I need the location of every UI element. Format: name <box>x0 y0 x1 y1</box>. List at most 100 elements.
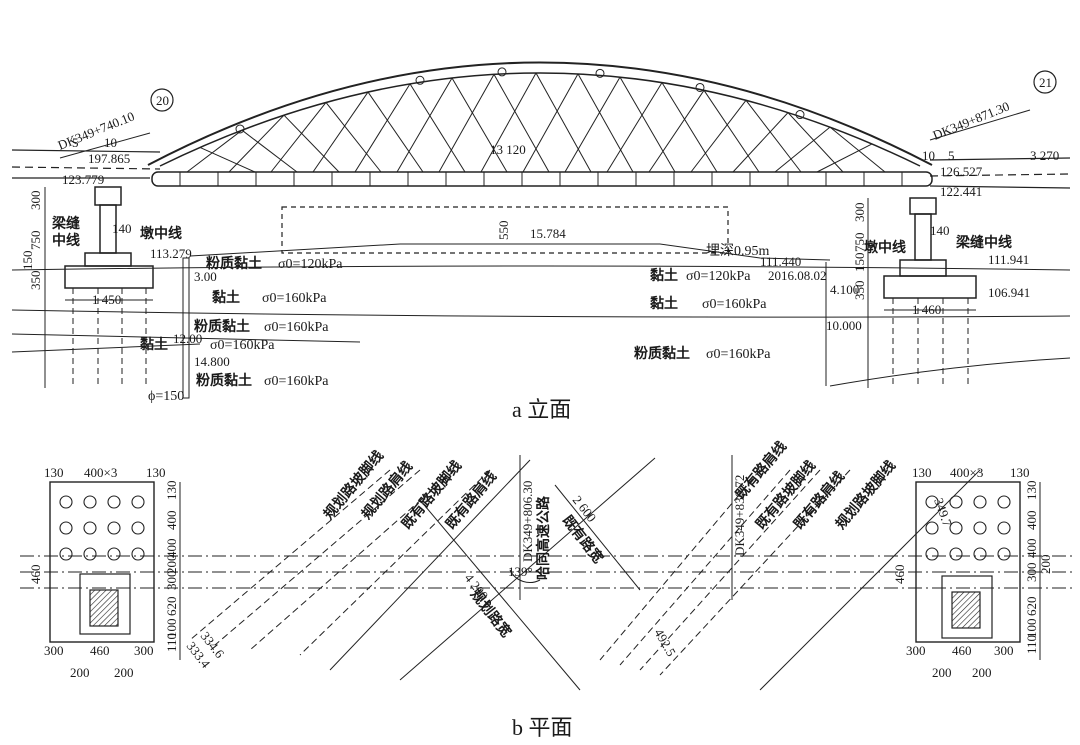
highway-label: 哈同高速公路 <box>535 495 552 580</box>
left-cap-plan <box>49 481 155 643</box>
arch-outer <box>147 61 933 166</box>
hanger <box>816 143 873 173</box>
pile-diameter: ϕ=150 <box>148 389 184 404</box>
left-deck-elev: 123.779 <box>62 172 104 187</box>
soil-label-6: 黏土 σ0=120kPa <box>650 267 751 284</box>
hanger <box>325 102 382 173</box>
soil-labels: 粉质黏土 σ0=120kPa 黏土 σ0=160kPa 粉质黏土 σ0=160k… <box>140 255 771 389</box>
hanger <box>564 76 621 173</box>
left-side-dim-7: 100 <box>164 619 179 639</box>
soil-label-3: 粉质黏土 σ0=160kPa <box>194 318 329 335</box>
clearance-box <box>281 206 729 254</box>
arch-joint <box>695 82 705 92</box>
arch-joint <box>415 75 425 85</box>
left-bottom-dim-4: 200 <box>70 665 90 680</box>
elevation-caption: a 立面 <box>512 397 571 422</box>
span-length: 13 120 <box>490 142 526 157</box>
svg-text:黏土: 黏土 <box>650 295 678 312</box>
left-pile-cap <box>64 265 154 289</box>
pile-circle <box>973 495 987 509</box>
hanger <box>241 129 298 173</box>
hanger <box>619 76 676 173</box>
right-side-dim-2: 400 <box>1024 511 1039 531</box>
deck-girder <box>151 171 933 187</box>
left-top-dim-1: 130 <box>44 465 64 480</box>
left-joint-label-2: 中线 <box>52 232 80 249</box>
left-bottom-dim-3: 300 <box>134 643 154 658</box>
pile-circle <box>59 521 73 535</box>
right-pile-cap <box>883 275 977 299</box>
left-top-dim-3: 130 <box>146 465 166 480</box>
hanger <box>787 112 844 173</box>
right-dim-v4: 350 <box>852 281 867 301</box>
right-pier <box>914 213 932 261</box>
arch-joint <box>795 110 805 120</box>
svg-text:黏土: 黏土 <box>650 267 678 284</box>
hanger <box>409 83 466 173</box>
right-bottom-dim-5: 200 <box>972 665 992 680</box>
hanger <box>745 100 802 173</box>
left-width-dim: 460 <box>28 565 43 585</box>
left-side-dim-8: 110 <box>164 633 179 652</box>
svg-text:σ0=160kPa: σ0=160kPa <box>210 338 275 353</box>
pile-circle <box>131 495 145 509</box>
right-side-dim-7: 100 <box>1024 619 1039 639</box>
right-depth1: 4.100 <box>830 282 859 297</box>
svg-text:σ0=160kPa: σ0=160kPa <box>262 291 327 306</box>
hanger <box>690 100 747 173</box>
left-depth1: 3.00 <box>194 269 217 284</box>
right-bearing-elev: 122.441 <box>940 184 982 199</box>
soil-label-5: 粉质黏土 σ0=160kPa <box>196 372 329 389</box>
left-station: DK349+740.10 <box>56 108 137 152</box>
left-bottom-dim-1: 300 <box>44 643 64 658</box>
left-dim-v3: 150 <box>20 251 35 271</box>
left-pier-plan <box>79 573 131 635</box>
pile-circle <box>925 495 939 509</box>
right-pier-center-label: 墩中线 <box>864 239 906 256</box>
elevation-labels: DK349+740.10 20 DK349+871.30 21 13 120 5… <box>20 75 1059 404</box>
svg-text:σ0=160kPa: σ0=160kPa <box>702 297 767 312</box>
right-side-dim-4: 300 <box>1024 563 1039 583</box>
hanger <box>396 77 453 173</box>
right-pier-number-circle <box>1033 70 1057 94</box>
hanger <box>829 126 886 173</box>
svg-text:黏土: 黏土 <box>140 336 168 353</box>
pile-circle <box>83 547 97 561</box>
left-dim-v1: 300 <box>28 191 43 211</box>
pile-circle <box>131 521 145 535</box>
survey-date: 2016.08.02 <box>768 268 827 283</box>
left-pier-core <box>89 589 119 627</box>
hanger <box>606 82 663 173</box>
left-side-dim-5: 300 <box>164 571 179 591</box>
left-borehole <box>182 257 190 399</box>
right-station-leader <box>929 109 1031 141</box>
left-pier-center-label: 墩中线 <box>140 225 182 242</box>
left-side-dim-3: 400 <box>164 539 179 559</box>
road-line-right-1 <box>929 157 1071 161</box>
elevation-view <box>11 61 1071 399</box>
pile-circle <box>997 495 1011 509</box>
pile-circle <box>997 547 1011 561</box>
right-pier-top-width: 140 <box>930 223 950 238</box>
left-station-leader <box>59 132 151 159</box>
pile-circle <box>925 521 939 535</box>
pile-circle <box>949 547 963 561</box>
svg-text:粉质黏土: 粉质黏土 <box>634 345 690 362</box>
station-right: DK349+836.72 <box>732 475 747 556</box>
left-cap-width: 1 450 <box>92 292 121 307</box>
hanger <box>774 126 831 173</box>
soil-label-7: 黏土 σ0=160kPa <box>650 295 767 312</box>
road-solid-lines <box>329 457 981 691</box>
pile-circle <box>59 495 73 509</box>
left-side-dim-1: 130 <box>164 481 179 501</box>
clearance-dim: 550 <box>496 221 511 241</box>
pile-circle <box>949 495 963 509</box>
right-gap-a: 10 <box>922 148 935 163</box>
left-side-dim-6: 620 <box>164 597 179 617</box>
right-pier-top <box>909 197 937 215</box>
svg-text:粉质黏土: 粉质黏土 <box>206 255 262 272</box>
left-bottom-dim-2: 460 <box>90 643 110 658</box>
right-side-dim-3: 400 <box>1024 539 1039 559</box>
hanger <box>451 77 508 173</box>
